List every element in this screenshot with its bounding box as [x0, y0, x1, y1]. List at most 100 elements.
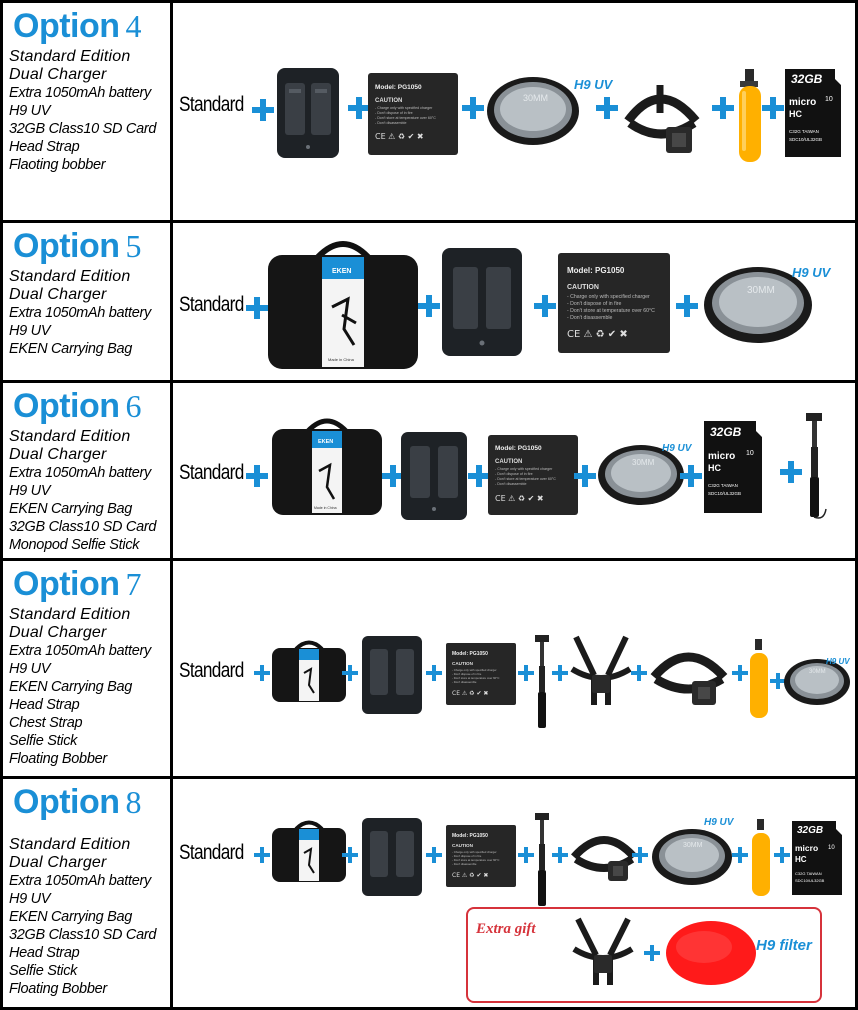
battery-line-text: - Don't dispose of in fire [375, 111, 413, 115]
item-line: Standard Edition [9, 48, 131, 65]
option-row-8: Option 8 Standard Edition Dual Charger E… [3, 779, 855, 1007]
item-line: Extra 1050mAh battery [9, 873, 151, 889]
option-title: Option 8 [13, 783, 170, 822]
battery-line-text: - Charge only with specified charger [495, 467, 553, 471]
battery-line-text: - Charge only with specified charger [452, 668, 497, 672]
bag-small-text: Made in China [314, 506, 337, 510]
item-line: Flaoting bobber [9, 157, 106, 173]
item-line: Monopod Selfie Stick [9, 537, 140, 553]
battery-certification-marks: CE ⚠ ♻ ✔ ✖ [452, 690, 488, 697]
sd-size-text: 32GB [797, 825, 823, 836]
battery-model-text: Model: PG1050 [452, 651, 488, 657]
item-line: 32GB Class10 SD Card [9, 121, 157, 137]
plus-icon [552, 665, 568, 681]
item-line: H9 UV [9, 323, 51, 339]
lens-size-text: 30MM [523, 93, 548, 103]
selfie-stick-image [535, 635, 549, 728]
item-line: Dual Charger [9, 854, 107, 871]
plus-icon [644, 945, 660, 961]
item-line: EKEN Carrying Bag [9, 501, 133, 517]
item-line: Floating Bobber [9, 981, 107, 997]
battery-line-text: - Don't store at temperature over 60°C [567, 308, 655, 314]
uv-lens-image: 30MM [784, 659, 850, 705]
battery-model-text: Model: PG1050 [375, 84, 422, 91]
plus-icon [254, 665, 270, 681]
floating-bobber-image [739, 69, 761, 162]
option-number: 4 [125, 8, 142, 44]
item-line: Standard Edition [9, 428, 131, 445]
head-strap-image [624, 85, 700, 153]
carrying-bag-image: EKEN Made in China [272, 418, 382, 515]
plus-icon [348, 97, 370, 119]
bag-brand-text: EKEN [318, 439, 333, 445]
item-line: Dual Charger [9, 66, 107, 83]
plus-icon [680, 465, 702, 487]
option-title: Option 7 [13, 565, 170, 604]
option-row-4: Option 4 Standard Edition Dual Charger E… [3, 3, 855, 223]
uv-tag-label: H9 UV [574, 77, 613, 92]
standard-label: Standard [179, 93, 244, 116]
sd-hc-text: HC [789, 109, 802, 119]
bag-brand-text: EKEN [332, 268, 351, 275]
plus-icon [468, 465, 490, 487]
option-description: Option 6 Standard Edition Dual Charger E… [3, 383, 173, 558]
dual-charger-image [277, 68, 339, 158]
option-contents: Standard Model: PG1050 CAU [176, 779, 855, 1007]
red-filter-image [666, 921, 756, 985]
item-line: Standard Edition [9, 268, 131, 285]
option-title-word: Option [13, 227, 120, 265]
standard-label: Standard [179, 293, 244, 316]
option-number: 7 [125, 566, 142, 602]
plus-icon [632, 847, 648, 863]
sd-size-text: 32GB [710, 425, 742, 439]
battery-certification-marks: CE ⚠ ♻ ✔ ✖ [495, 494, 544, 503]
plus-icon [770, 673, 786, 689]
uv-lens-image: 30MM [487, 77, 579, 145]
option-title-word: Option [13, 7, 120, 45]
battery-line-text: - Don't dispose of in fire [452, 854, 482, 858]
filter-label: H9 filter [756, 937, 812, 954]
uv-tag-label: H9 UV [662, 443, 692, 454]
dual-charger-image [442, 248, 522, 356]
battery-certification-marks: CE ⚠ ♻ ✔ ✖ [452, 872, 488, 879]
option-row-7: Option 7 Standard Edition Dual Charger E… [3, 561, 855, 779]
plus-icon [676, 295, 698, 317]
selfie-stick-image [806, 413, 827, 519]
option-number: 6 [125, 388, 142, 424]
item-line: Extra 1050mAh battery [9, 465, 151, 481]
extra-gift-box: Extra gift H9 filter [466, 907, 822, 1003]
plus-icon [246, 297, 268, 319]
battery-line-text: - Don't store at temperature over 60°C [495, 477, 556, 481]
battery-line-text: - Don't store at temperature over 60°C [375, 116, 436, 120]
option-description: Option 4 Standard Edition Dual Charger E… [3, 3, 173, 220]
battery-certification-marks: CE ⚠ ♻ ✔ ✖ [375, 132, 424, 141]
plus-icon [254, 847, 270, 863]
battery-model-text: Model: PG1050 [452, 833, 488, 839]
battery-image: Model: PG1050 CAUTION - Charge only with… [488, 435, 578, 515]
uv-tag-label: H9 UV [826, 657, 850, 666]
sd-line-text: C32G TAIWAN [795, 871, 822, 876]
plus-icon [426, 847, 442, 863]
item-line: Dual Charger [9, 446, 107, 463]
sd-card-image: 32GB micro 10 HC C32G TAIWAN SDC10/UL32G… [704, 421, 762, 513]
item-line: Selfie Stick [9, 733, 78, 749]
sd-class-text: 10 [746, 450, 754, 457]
sd-class-text: 10 [825, 96, 833, 103]
item-line: EKEN Carrying Bag [9, 909, 133, 925]
sd-line-text: SDC10/UL32GB [789, 137, 822, 142]
item-line: Floating Bobber [9, 751, 107, 767]
option-contents: Standard EKEN Made in China [176, 223, 855, 380]
plus-icon [462, 97, 484, 119]
item-line: Head Strap [9, 139, 80, 155]
item-line: H9 UV [9, 103, 51, 119]
battery-line-text: - Don't disassemble [375, 121, 406, 125]
head-strap-image [650, 652, 728, 705]
sd-brand-text: micro [795, 843, 818, 853]
sd-line-text: SDC10/UL32GB [795, 878, 825, 883]
plus-icon [342, 665, 358, 681]
uv-lens-image: 30MM [652, 829, 732, 885]
plus-icon [574, 465, 596, 487]
bag-small-text: Made in China [328, 357, 355, 362]
option-title-word: Option [13, 387, 120, 425]
